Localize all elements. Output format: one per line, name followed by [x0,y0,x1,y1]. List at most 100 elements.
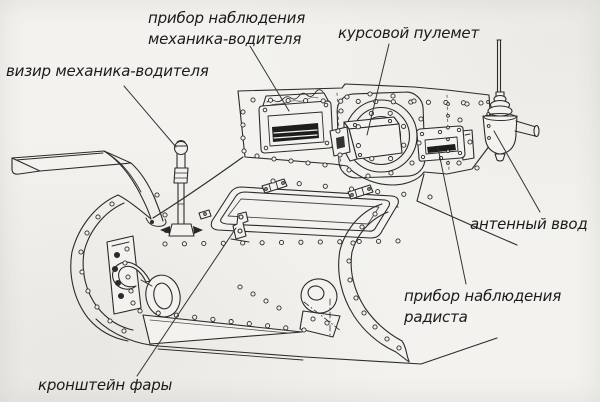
rivet [137,308,143,314]
rivet [201,240,207,247]
rivet [355,143,361,149]
tow-eye [299,278,342,338]
rivet [337,239,343,245]
rivet [425,99,431,105]
rivet [259,240,265,246]
rivet [94,304,100,310]
rivet [467,139,473,145]
rivet [390,99,396,105]
rivet [276,305,282,311]
rivet [359,224,365,230]
driver-hatch [198,178,399,239]
rivet [487,136,491,140]
hatch-hinge-left [261,178,288,194]
rivet [474,165,480,171]
rivet [267,97,274,103]
bow-mg-ball-mount [329,91,426,179]
rivet [228,319,234,325]
label-driver-visor: визир механика-водителя [6,62,209,80]
rivet [446,137,450,142]
rivet [278,239,285,246]
rivet [396,345,402,351]
driver-visor-periscope [160,140,203,237]
rivet [486,124,491,128]
driver-observation-device-part [258,89,334,154]
rivet [367,91,373,97]
rivet [457,117,463,123]
leader-lines [123,43,541,377]
rivet [486,112,491,116]
label-radio-operator-device: прибор наблюдения радиста [404,287,562,326]
rivet [355,98,361,104]
rivet [486,100,490,104]
rivet [427,194,433,200]
rivet [79,269,85,275]
rivet [271,156,277,162]
rivet [210,316,216,322]
rivet [411,98,417,104]
leader-headlight-bracket [136,227,237,377]
rivet [401,142,407,148]
rivet [130,300,136,306]
rivet [283,325,289,331]
rivet [416,140,422,146]
rivet [464,101,470,107]
rivet [347,277,353,283]
rivet [384,336,390,342]
rivet [128,288,134,294]
leader-bow-machine-gun [366,43,390,136]
rivet [296,181,302,187]
rivet [418,116,424,122]
leader-radio-operator-device [437,147,467,285]
rivet [114,279,122,287]
rivet [240,122,246,128]
rivet [390,93,396,99]
rivet [241,148,247,154]
headlight-bracket-part [230,211,250,243]
rivet [350,240,356,246]
tow-hook [112,261,181,318]
antenna-side-tube [514,120,537,137]
gusset-plate [142,314,303,345]
rivet [338,98,344,104]
rivet [361,310,367,316]
rivet [254,153,260,159]
rivet [109,201,115,207]
rivet [298,239,304,245]
rivet [346,167,352,173]
rivet [322,183,328,189]
rivets [78,91,491,351]
label-antenna-input: антенный ввод [470,215,588,233]
rivet [162,241,168,247]
antenna-rod [496,39,502,94]
rivet [122,260,128,266]
rivet [121,328,127,334]
rivet [372,211,378,217]
rivet [117,292,125,300]
rivet [85,288,91,294]
rivet [355,124,361,130]
rivet [246,321,252,327]
rivet [240,109,246,115]
hull-bottom-edge [95,318,498,365]
rivet [95,214,101,220]
rivet [303,98,309,104]
label-bow-machine-gun: курсовой пулемет [338,24,479,42]
rivet [446,125,450,130]
rivet [240,240,246,246]
rivet [181,241,187,247]
rivet [356,238,362,245]
rivet [305,160,311,166]
antenna-input-assembly [482,39,540,162]
rivet [270,178,276,184]
left-fender [11,150,167,227]
rivet [237,284,243,290]
rivet [388,170,394,176]
rivet [162,212,168,218]
rivet [124,246,130,252]
label-headlight-bracket: кронштейн фары [38,376,173,394]
rivet [388,156,394,162]
rivet [446,161,450,165]
